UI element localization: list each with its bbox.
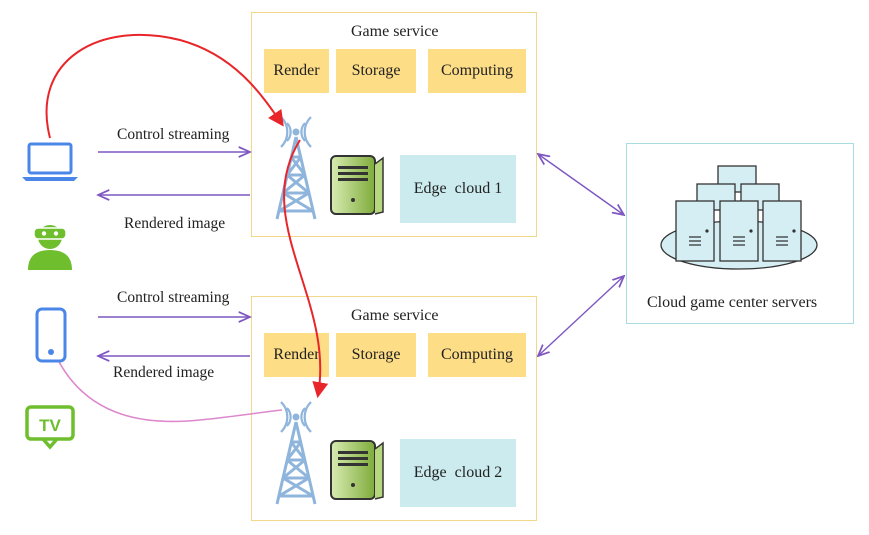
tv-icon: TV bbox=[25, 405, 75, 450]
edge-cloud-2-label: Edge cloud 2 bbox=[400, 439, 516, 507]
edge-1-antenna-tower-icon bbox=[275, 115, 317, 221]
upper-control-streaming-label: Control streaming bbox=[117, 126, 230, 143]
laptop-to-edge-1-migration-arrow bbox=[45, 33, 284, 139]
edge-cloud-2-storage-module: Storage bbox=[336, 333, 416, 377]
edge-2-antenna-tower-icon bbox=[275, 400, 317, 506]
edge-cloud-2-title: Game service bbox=[351, 307, 439, 324]
vr-headset-user-icon bbox=[28, 225, 72, 270]
edge-1-server-icon bbox=[330, 155, 384, 215]
lower-control-streaming-label: Control streaming bbox=[117, 289, 230, 306]
edge-cloud-1-label: Edge cloud 1 bbox=[400, 155, 516, 223]
edge-2-server-icon bbox=[330, 440, 384, 500]
edge-cloud-1-computing-module: Computing bbox=[428, 49, 526, 93]
datacenter-servers-icon bbox=[660, 165, 818, 270]
edge-cloud-1-storage-module: Storage bbox=[336, 49, 416, 93]
tv-icon-label: TV bbox=[39, 416, 61, 435]
edge-cloud-1-render-module: Render bbox=[264, 49, 329, 93]
edge-cloud-1-title: Game service bbox=[351, 23, 439, 40]
phone-to-edge-2-link bbox=[57, 359, 283, 423]
smartphone-icon bbox=[35, 307, 67, 363]
edge-2-to-cloud-link bbox=[538, 276, 624, 356]
lower-rendered-image-label: Rendered image bbox=[113, 364, 215, 381]
cloud-center-label: Cloud game center servers bbox=[647, 294, 818, 311]
laptop-icon bbox=[22, 142, 78, 181]
edge-1-to-cloud-link bbox=[538, 154, 624, 215]
edge-cloud-2-computing-module: Computing bbox=[428, 333, 526, 377]
upper-rendered-image-label: Rendered image bbox=[124, 215, 226, 232]
edge-1-to-edge-2-migration-arrow bbox=[283, 139, 329, 399]
